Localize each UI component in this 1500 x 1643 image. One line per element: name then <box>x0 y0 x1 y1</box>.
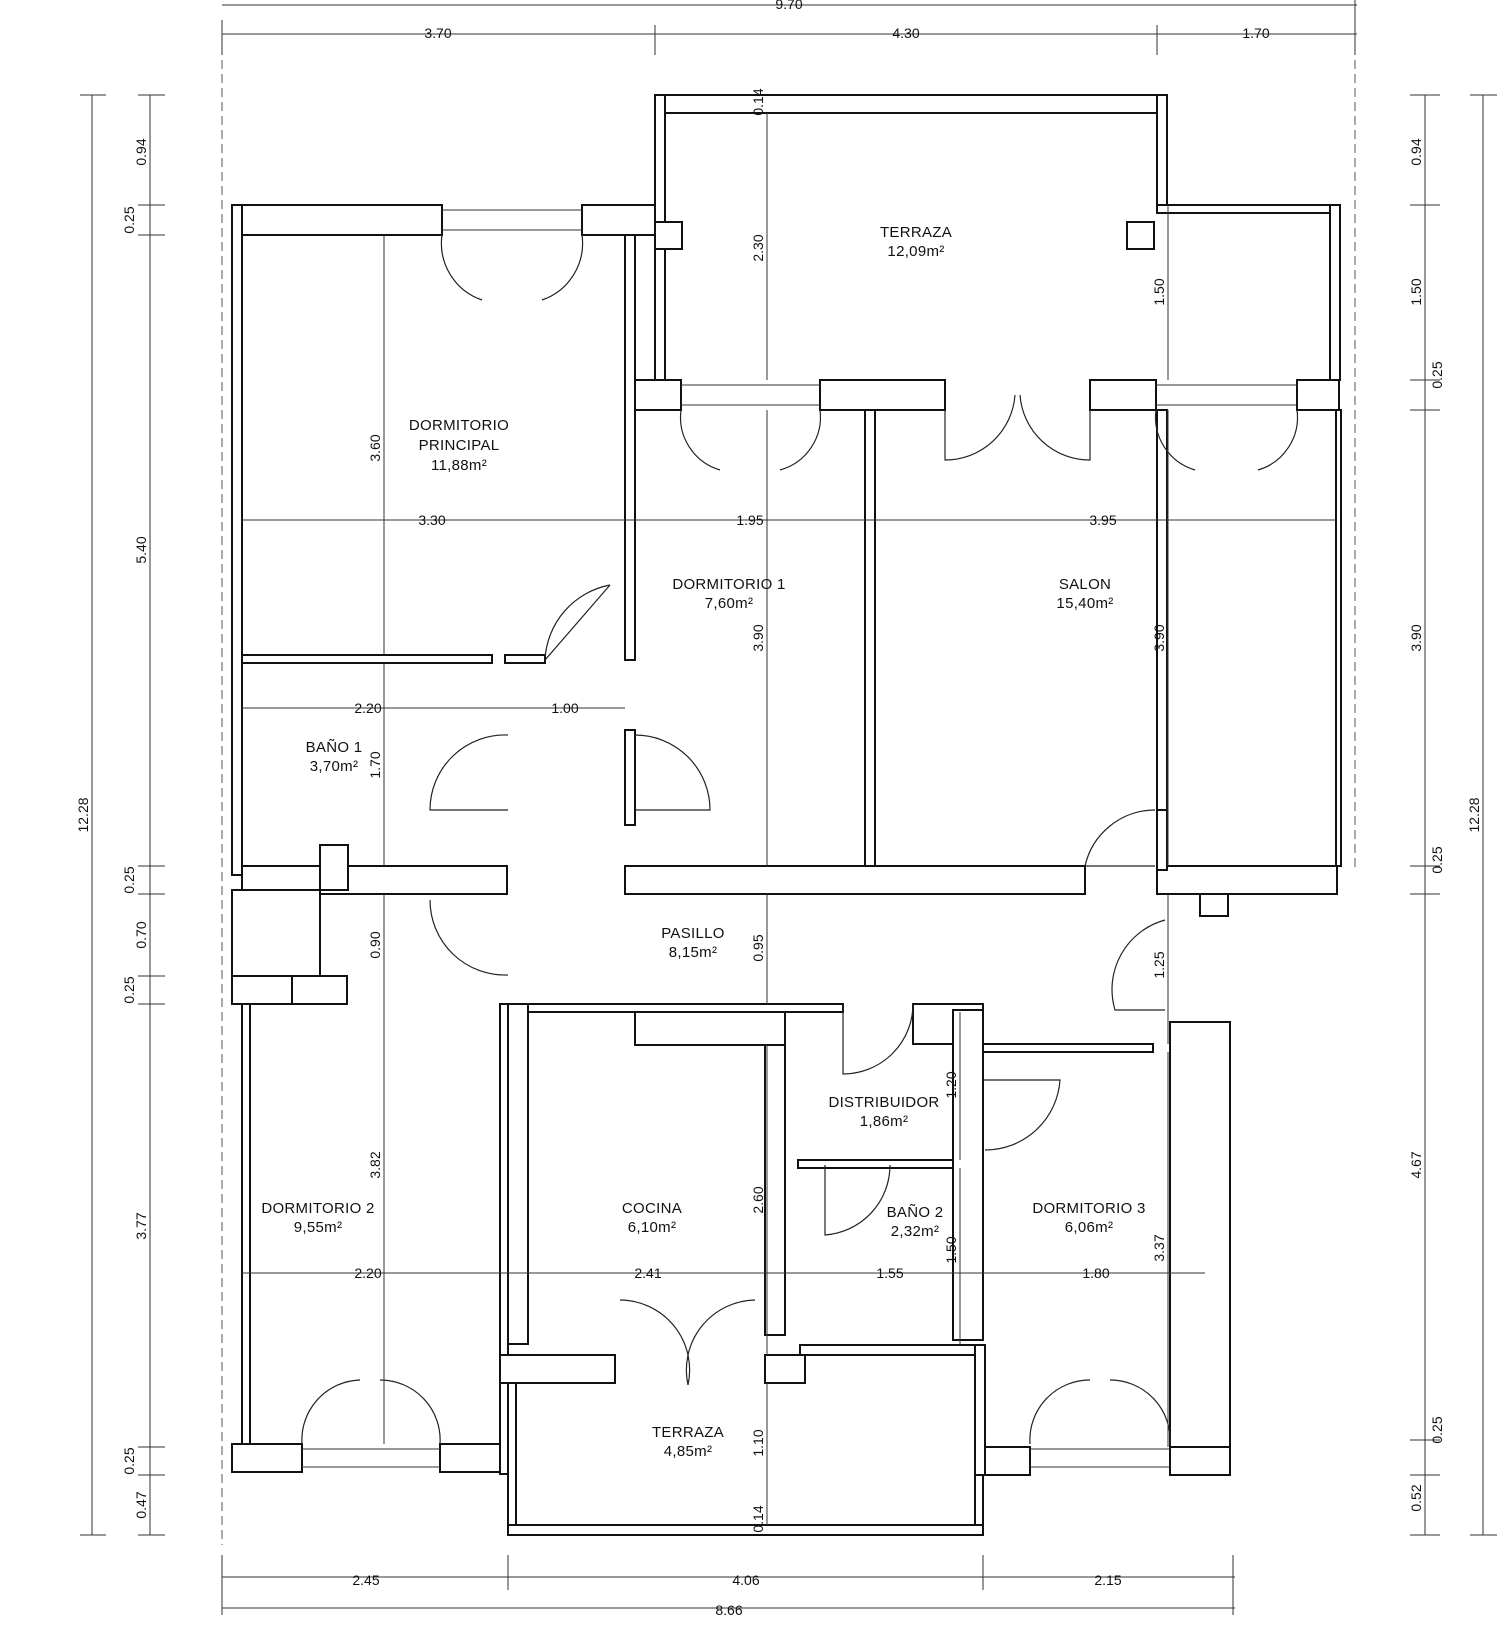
dim-bottom-a: 2.45 <box>352 1572 379 1588</box>
dim-right-1-50: 1.50 <box>1408 278 1424 305</box>
room-name-salon: SALON <box>1059 576 1111 593</box>
dim-left-0-47: 0.47 <box>133 1491 149 1518</box>
dim-left-5-40: 5.40 <box>133 536 149 563</box>
room-name-terraza-top: TERRAZA <box>880 224 952 241</box>
room-area-dormitorio-1: 7,60m² <box>705 595 754 612</box>
dim-dp-w: 3.30 <box>418 512 445 528</box>
dim-right-3-90: 3.90 <box>1408 624 1424 651</box>
dim-terraza-bottom-0-14: 0.14 <box>750 1505 766 1532</box>
dim-terraza-h: 2.30 <box>750 234 766 261</box>
room-name-terraza-bottom: TERRAZA <box>652 1424 724 1441</box>
dim-1-25: 1.25 <box>1151 951 1167 978</box>
dim-left-0-25b: 0.25 <box>121 866 137 893</box>
dim-cocina-w: 2.41 <box>634 1265 661 1281</box>
dim-terraza-top-0-14: 0.14 <box>750 88 766 115</box>
dim-right-4-67: 4.67 <box>1408 1151 1424 1178</box>
room-area-distribuidor: 1,86m² <box>860 1113 909 1130</box>
room-labels: TERRAZA 12,09m² DORMITORIO PRINCIPAL 11,… <box>261 224 1145 1460</box>
dim-right-0-25a: 0.25 <box>1429 361 1445 388</box>
dim-top-a: 3.70 <box>424 25 451 41</box>
room-name-bano-2: BAÑO 2 <box>887 1204 944 1221</box>
room-area-cocina: 6,10m² <box>628 1219 677 1236</box>
dim-salon-w: 3.95 <box>1089 512 1116 528</box>
dim-d3-w: 1.80 <box>1082 1265 1109 1281</box>
room-name-dormitorio-1: DORMITORIO 1 <box>672 576 785 593</box>
dim-d2-w: 2.20 <box>354 1265 381 1281</box>
dim-right-0-94: 0.94 <box>1408 138 1424 165</box>
room-name-pasillo: PASILLO <box>661 925 725 942</box>
room-area-terraza-bottom: 4,85m² <box>664 1443 713 1460</box>
dim-left-0-25a: 0.25 <box>121 206 137 233</box>
dim-left-3-77: 3.77 <box>133 1212 149 1239</box>
room-area-pasillo: 8,15m² <box>669 944 718 961</box>
dim-salon-h: 3.90 <box>1151 624 1167 651</box>
room-area-dormitorio-principal: 11,88m² <box>431 457 487 474</box>
dim-b2-w: 1.55 <box>876 1265 903 1281</box>
walls <box>231 94 1342 1536</box>
room-area-dormitorio-2: 9,55m² <box>294 1219 343 1236</box>
dim-left-0-70: 0.70 <box>133 921 149 948</box>
room-name-cocina: COCINA <box>622 1200 682 1217</box>
dimension-lines <box>80 0 1497 1615</box>
dim-left-total: 12.28 <box>75 797 91 832</box>
dim-d2-h: 3.82 <box>367 1151 383 1178</box>
dim-right-0-52: 0.52 <box>1408 1484 1424 1511</box>
dim-top-total: 9.70 <box>775 0 802 12</box>
dim-top-c: 1.70 <box>1242 25 1269 41</box>
dim-right-0-25c: 0.25 <box>1429 1416 1445 1443</box>
room-name-distribuidor: DISTRIBUIDOR <box>828 1094 939 1111</box>
dim-right-0-25b: 0.25 <box>1429 846 1445 873</box>
room-area-terraza-top: 12,09m² <box>887 243 944 260</box>
dim-left-0-25c: 0.25 <box>121 976 137 1003</box>
room-area-dormitorio-3: 6,06m² <box>1065 1219 1114 1236</box>
dim-top-b: 4.30 <box>892 25 919 41</box>
dim-distribuidor-h: 1.20 <box>943 1071 959 1098</box>
room-area-bano-1: 3,70m² <box>310 758 359 775</box>
dim-d3-h: 3.37 <box>1151 1234 1167 1261</box>
dim-pasillo-w: 1.00 <box>551 700 578 716</box>
room-name-dormitorio-3: DORMITORIO 3 <box>1032 1200 1145 1217</box>
dim-d1-h: 3.90 <box>750 624 766 651</box>
dim-0-90: 0.90 <box>367 931 383 958</box>
dim-cocina-h: 2.60 <box>750 1186 766 1213</box>
interior-dimension-lines <box>242 113 1337 1525</box>
dim-bottom-total: 8.66 <box>715 1602 742 1618</box>
room-name-bano-1: BAÑO 1 <box>306 739 363 756</box>
dim-terraza-r: 1.50 <box>1151 278 1167 305</box>
dim-bano1-w: 2.20 <box>354 700 381 716</box>
dim-b2-h: 1.50 <box>943 1236 959 1263</box>
dim-bano1-h: 1.70 <box>367 751 383 778</box>
room-name-dormitorio-principal-2: PRINCIPAL <box>419 437 500 454</box>
dimension-labels: 9.70 3.70 4.30 1.70 2.45 4.06 2.15 8.66 … <box>75 0 1482 1618</box>
dim-terraza-bottom-h: 1.10 <box>750 1429 766 1456</box>
dim-pasillo-h: 0.95 <box>750 934 766 961</box>
dim-dp-h: 3.60 <box>367 434 383 461</box>
room-name-dormitorio-principal-1: DORMITORIO <box>409 417 509 434</box>
dim-left-0-94: 0.94 <box>133 138 149 165</box>
room-name-dormitorio-2: DORMITORIO 2 <box>261 1200 374 1217</box>
room-area-bano-2: 2,32m² <box>891 1223 940 1240</box>
dim-right-total: 12.28 <box>1466 797 1482 832</box>
room-area-salon: 15,40m² <box>1056 595 1113 612</box>
dim-left-0-25d: 0.25 <box>121 1447 137 1474</box>
dim-bottom-c: 2.15 <box>1094 1572 1121 1588</box>
dim-bottom-b: 4.06 <box>732 1572 759 1588</box>
door-swings <box>301 234 1299 1445</box>
dim-d1-w: 1.95 <box>736 512 763 528</box>
